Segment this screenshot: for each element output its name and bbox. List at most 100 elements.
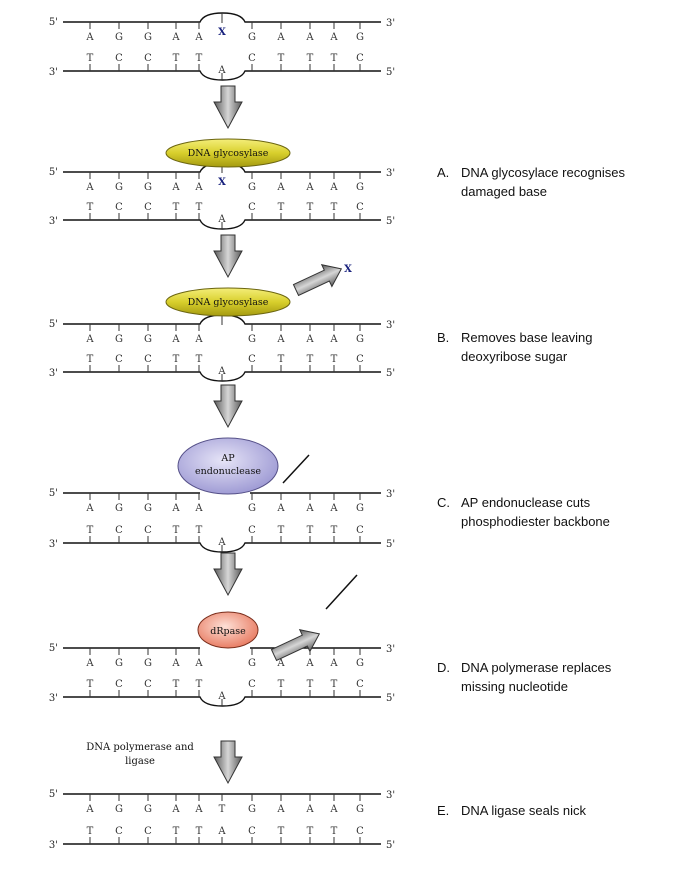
top-base: G — [248, 804, 256, 815]
step-text: DNA ligase seals nick — [461, 803, 586, 818]
three-prime-label: 3' — [49, 67, 58, 78]
down-arrow — [213, 552, 243, 597]
bottom-base: T — [307, 525, 314, 536]
top-base: A — [305, 182, 314, 193]
released-sugar-fragment — [325, 574, 358, 610]
bottom-base: C — [144, 202, 152, 213]
dna-glycosylase-label: DNA glycosylase — [188, 297, 269, 308]
step-text: DNA glycosylace recognises damaged base — [461, 165, 626, 199]
bottom-base: C — [248, 525, 256, 536]
base-release-arrow — [292, 264, 343, 297]
sugar-release-arrow — [270, 629, 321, 662]
top-base: G — [115, 804, 123, 815]
three-prime-label: 3' — [49, 840, 58, 851]
three-prime-label: 3' — [49, 368, 58, 379]
step-caption: A. DNA glycosylace recognises damaged ba… — [437, 163, 657, 201]
bottom-base: T — [173, 826, 180, 837]
top-base: G — [356, 503, 364, 514]
top-base: G — [115, 334, 123, 345]
bottom-base: T — [87, 202, 94, 213]
top-base: G — [248, 658, 256, 669]
top-base: T — [219, 804, 226, 815]
dna-glycosylase-enzyme-1: DNA glycosylase — [165, 138, 291, 168]
top-base: A — [329, 503, 338, 514]
step-caption: E.DNA ligase seals nick — [437, 801, 657, 820]
dna-glycosylase-shape — [165, 287, 291, 317]
bottom-base: T — [307, 826, 314, 837]
top-base: A — [305, 32, 314, 43]
top-base: A — [305, 503, 314, 514]
top-base: G — [356, 658, 364, 669]
process-arrows: X — [213, 85, 358, 785]
bottom-base: T — [307, 202, 314, 213]
step-letter: B. — [437, 330, 450, 345]
top-base: A — [276, 658, 285, 669]
bottom-base: C — [115, 354, 123, 365]
bottom-base: T — [307, 354, 314, 365]
top-base: A — [85, 32, 94, 43]
top-base: A — [329, 658, 338, 669]
polymerase-ligase-note: DNA polymerase and ligase — [86, 742, 194, 767]
bottom-base: C — [115, 826, 123, 837]
bottom-base: T — [173, 679, 180, 690]
top-base: A — [276, 503, 285, 514]
step-caption: D.DNA polymerase replaces missing nucleo… — [437, 658, 657, 696]
bottom-base: T — [307, 679, 314, 690]
step-text: DNA polymerase replaces missing nucleoti… — [461, 660, 612, 694]
bottom-base: C — [115, 202, 123, 213]
bottom-base: T — [173, 525, 180, 536]
bottom-base: T — [331, 679, 338, 690]
three-prime-label: 3' — [386, 18, 395, 29]
five-prime-label: 5' — [49, 17, 58, 28]
five-prime-label: 5' — [386, 693, 395, 704]
three-prime-label: 3' — [386, 790, 395, 801]
released-damaged-base: X — [344, 264, 352, 275]
bottom-base: T — [307, 53, 314, 64]
top-base: G — [248, 503, 256, 514]
bottom-base: A — [217, 537, 226, 548]
bottom-base: T — [278, 202, 285, 213]
top-base: A — [194, 32, 203, 43]
step-letter: A. — [437, 165, 450, 180]
cut-backbone-fragment — [282, 454, 310, 484]
bottom-base: T — [87, 525, 94, 536]
drpase-enzyme: dRpase — [197, 611, 259, 649]
bottom-base: T — [87, 354, 94, 365]
bottom-base: T — [196, 679, 203, 690]
bottom-base: T — [278, 679, 285, 690]
three-prime-label: 3' — [49, 216, 58, 227]
five-prime-label: 5' — [386, 368, 395, 379]
top-base: A — [276, 334, 285, 345]
bottom-base: C — [248, 826, 256, 837]
bottom-base: C — [356, 679, 364, 690]
ap-endonuclease-label-line1: AP — [220, 453, 235, 464]
bottom-base: T — [196, 53, 203, 64]
polymerase-note-line1: DNA polymerase and — [86, 742, 194, 753]
top-base: A — [194, 503, 203, 514]
top-base: G — [144, 334, 152, 345]
three-prime-label: 3' — [386, 644, 395, 655]
top-base: A — [85, 804, 94, 815]
bottom-base: T — [331, 525, 338, 536]
top-base: G — [144, 658, 152, 669]
bottom-base: T — [87, 679, 94, 690]
ap-endonuclease-shape — [177, 437, 279, 495]
top-base: A — [329, 334, 338, 345]
bottom-base: C — [356, 354, 364, 365]
bottom-base: C — [144, 826, 152, 837]
top-base: G — [115, 182, 123, 193]
top-base: A — [85, 658, 94, 669]
top-base: A — [194, 658, 203, 669]
top-base: G — [115, 658, 123, 669]
down-arrow — [213, 85, 243, 130]
bottom-base: C — [144, 525, 152, 536]
bottom-base: T — [278, 525, 285, 536]
five-prime-label: 5' — [49, 643, 58, 654]
bottom-base: T — [196, 525, 203, 536]
bottom-base: C — [356, 525, 364, 536]
top-base: G — [356, 334, 364, 345]
